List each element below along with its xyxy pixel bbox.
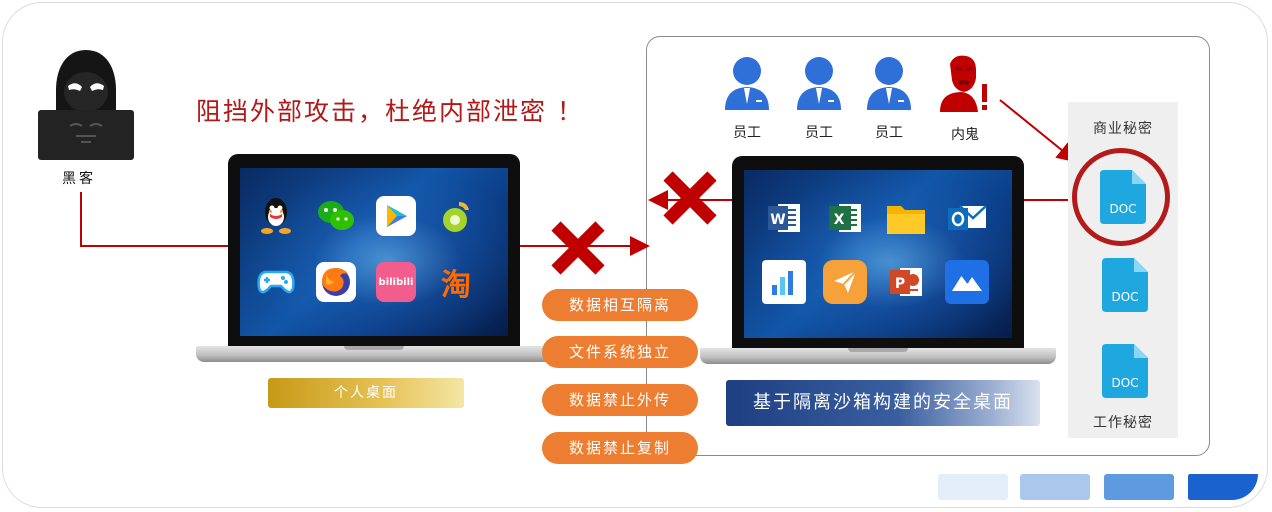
feature-pill-no-copy: 数据禁止复制 [542, 432, 698, 464]
secure-laptop-screen: W X P [732, 156, 1024, 350]
gamepad-icon[interactable] [256, 262, 296, 302]
decor-step [1188, 474, 1258, 500]
employee-label: 员工 [805, 125, 833, 141]
video-player-icon[interactable] [376, 196, 416, 236]
powerpoint-icon[interactable]: P [884, 260, 928, 304]
personal-desktop-label: 个人桌面 [268, 378, 464, 408]
insider-icon [936, 52, 992, 118]
feature-pill-no-export: 数据禁止外传 [542, 384, 698, 416]
doc-file-icon[interactable]: DOC [1102, 344, 1148, 398]
employee-label: 员工 [875, 125, 903, 141]
taobao-icon[interactable]: 淘 [436, 262, 476, 303]
doc-label: DOC [1111, 290, 1139, 304]
bilibili-icon[interactable]: bilibili [376, 262, 416, 302]
work-secret-label: 工作秘密 [1093, 415, 1153, 431]
ppt-letter: P [895, 276, 905, 292]
insider-label: 内鬼 [951, 127, 979, 143]
send-app-icon[interactable] [823, 260, 867, 304]
doc-file-icon[interactable]: DOC [1100, 170, 1146, 224]
employee-icon [794, 54, 844, 116]
block-x-icon-left [551, 221, 605, 275]
feature-pill-filesystem: 文件系统独立 [542, 336, 698, 368]
wechat-icon[interactable] [316, 196, 356, 236]
qq-icon[interactable] [256, 196, 296, 236]
hacker-label: 黑客 [62, 171, 96, 187]
firefox-icon[interactable] [316, 262, 356, 302]
personal-laptop-base [196, 346, 552, 362]
laptop-notch [848, 348, 908, 352]
secure-laptop-base [700, 348, 1056, 364]
doc-label: DOC [1109, 202, 1137, 216]
decor-step [938, 474, 1008, 500]
decor-step [1020, 474, 1090, 500]
doc-file-icon[interactable]: DOC [1102, 258, 1148, 312]
doc-label: DOC [1111, 376, 1139, 390]
feature-pill-isolation: 数据相互隔离 [542, 289, 698, 321]
bilibili-text: bilibili [378, 276, 414, 288]
block-x-icon-right [663, 171, 717, 225]
cloud-app-icon[interactable] [945, 260, 989, 304]
music-icon[interactable] [436, 196, 476, 236]
employee-icon [722, 54, 772, 116]
excel-letter: X [834, 212, 845, 228]
outlook-icon[interactable] [945, 196, 989, 240]
folder-icon[interactable] [884, 196, 928, 240]
employee-label: 员工 [733, 125, 761, 141]
excel-icon[interactable]: X [823, 196, 867, 240]
highlight-circle [1072, 148, 1170, 246]
personal-laptop-screen: bilibili 淘 [228, 154, 520, 348]
insider-arrow [999, 99, 1078, 163]
business-secret-label: 商业秘密 [1093, 121, 1153, 137]
secure-desktop-label: 基于隔离沙箱构建的安全桌面 [726, 380, 1040, 426]
slogan-text: 阻挡外部攻击，杜绝内部泄密 ！ [196, 97, 584, 126]
taobao-text: 淘 [441, 268, 471, 303]
chart-app-icon[interactable] [762, 260, 806, 304]
word-letter: W [770, 212, 785, 228]
employee-icon [864, 54, 914, 116]
laptop-notch [344, 346, 404, 350]
word-icon[interactable]: W [762, 196, 806, 240]
hacker-icon [36, 46, 136, 162]
decor-step [1104, 474, 1174, 500]
